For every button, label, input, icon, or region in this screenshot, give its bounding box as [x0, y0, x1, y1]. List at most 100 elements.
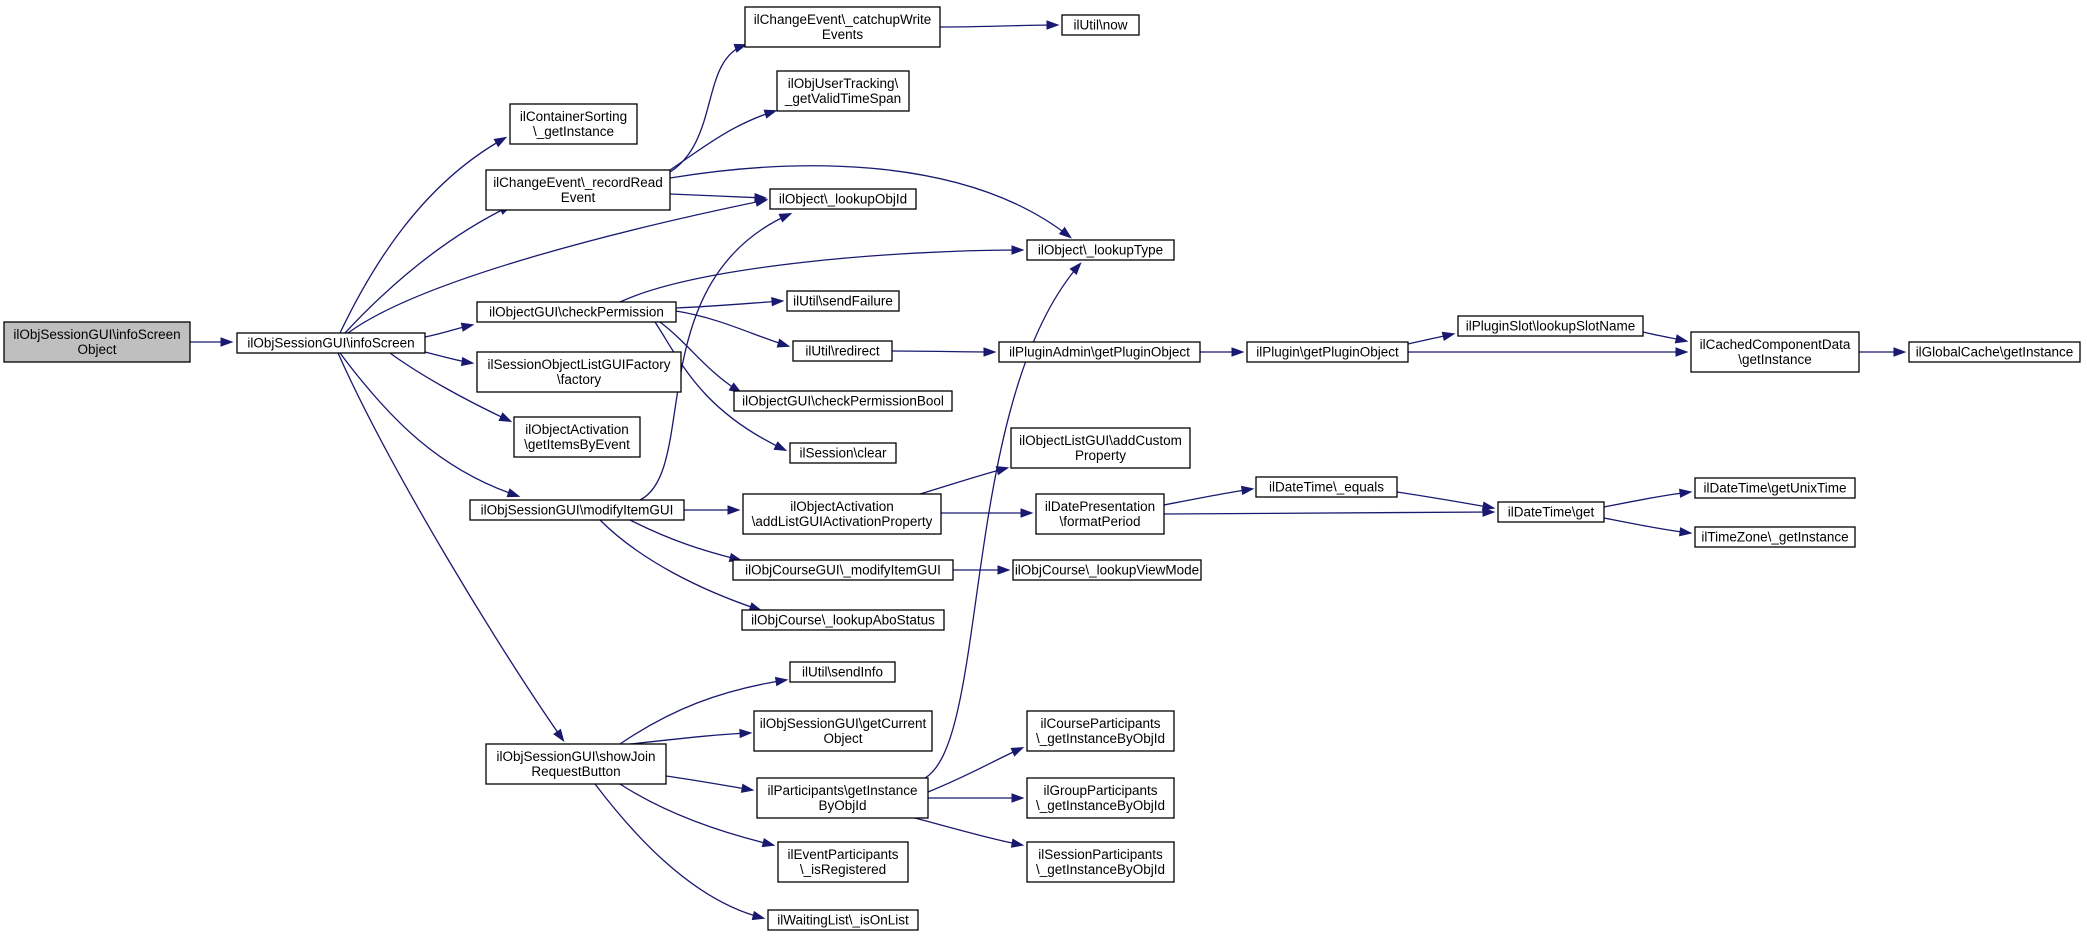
node-utilNow[interactable]: ilUtil\now — [1061, 14, 1140, 36]
edge-dateEquals-to-dateGet — [1396, 491, 1496, 511]
node-box — [1012, 559, 1202, 581]
node-label-line: \_isRegistered — [800, 862, 886, 877]
node-groupParticipants[interactable]: ilGroupParticipants\_getInstanceByObjId — [1026, 777, 1175, 819]
node-box — [1061, 14, 1140, 36]
node-waitingList[interactable]: ilWaitingList\_isOnList — [767, 909, 919, 931]
node-lookupType[interactable]: ilObject\_lookupType — [1026, 239, 1175, 261]
node-label-line: ilObject\_lookupObjId — [779, 192, 907, 207]
node-label-line: \addListGUIActivationProperty — [752, 514, 933, 529]
node-label-line: ilObjSessionGUI\infoScreen — [247, 336, 414, 351]
node-box — [1690, 331, 1860, 373]
arrowhead — [1441, 331, 1456, 341]
node-label-line: Object — [77, 342, 116, 357]
node-containerSorting[interactable]: ilContainerSorting\_getInstance — [509, 103, 638, 145]
edge-line — [629, 519, 741, 561]
node-box — [769, 188, 917, 210]
node-pluginAdmin[interactable]: ilPluginAdmin\getPluginObject — [998, 341, 1201, 363]
arrowhead — [1675, 347, 1689, 357]
node-eventRegistered[interactable]: ilEventParticipants\_isRegistered — [777, 841, 909, 883]
node-checkPermissionBool[interactable]: ilObjectGUI\checkPermissionBool — [733, 390, 953, 412]
node-courseModify[interactable]: ilObjCourseGUI\_modifyItemGUI — [732, 559, 954, 581]
edge-infoScreen-to-modifyItemGUI — [339, 352, 521, 498]
node-label-line: ilEventParticipants — [787, 847, 898, 862]
edge-cachedComponent-to-globalCache — [1858, 347, 1907, 357]
node-label-line: ilDatePresentation — [1045, 499, 1155, 514]
node-box — [789, 661, 896, 683]
node-lookupObjId[interactable]: ilObject\_lookupObjId — [769, 188, 917, 210]
node-aboStatus[interactable]: ilObjCourse\_lookupAboStatus — [741, 609, 945, 631]
arrowhead — [1011, 793, 1025, 803]
node-box — [1497, 501, 1605, 523]
node-label-line: ilDateTime\get — [1508, 505, 1595, 520]
arrowhead — [1010, 838, 1025, 848]
node-label-line: ilWaitingList\_isOnList — [777, 913, 909, 928]
node-label-line: ilChangeEvent\_catchupWrite — [754, 12, 932, 27]
node-sendFailure[interactable]: ilUtil\sendFailure — [786, 290, 900, 312]
node-formatPeriod[interactable]: ilDatePresentation\formatPeriod — [1035, 493, 1165, 535]
node-redirect[interactable]: ilUtil\redirect — [792, 340, 893, 362]
node-sendInfo[interactable]: ilUtil\sendInfo — [789, 661, 896, 683]
node-sessionClear[interactable]: ilSession\clear — [789, 442, 897, 464]
node-label-line: \_getInstanceByObjId — [1036, 862, 1165, 877]
arrowhead — [751, 910, 766, 921]
node-timezone[interactable]: ilTimeZone\_getInstance — [1694, 526, 1856, 548]
node-box — [998, 341, 1201, 363]
node-itemsByEvent[interactable]: ilObjectActivation\getItemsByEvent — [513, 416, 641, 458]
node-modifyItemGUI[interactable]: ilObjSessionGUI\modifyItemGUI — [469, 499, 685, 521]
edge-checkPermission-to-lookupType — [619, 245, 1025, 303]
arrowhead — [220, 337, 234, 347]
node-dateEquals[interactable]: ilDateTime\_equals — [1255, 476, 1398, 498]
node-cachedComponent[interactable]: ilCachedComponentData\getInstance — [1690, 331, 1860, 373]
node-label-line: \formatPeriod — [1059, 514, 1140, 529]
node-courseParticipants[interactable]: ilCourseParticipants\_getInstanceByObjId — [1026, 710, 1175, 752]
arrowhead — [1058, 226, 1072, 239]
node-lookupViewMode[interactable]: ilObjCourse\_lookupViewMode — [1012, 559, 1202, 581]
edge-participantsInstance-to-lookupType — [924, 262, 1082, 779]
node-label-line: ilObjSessionGUI\modifyItemGUI — [481, 503, 674, 518]
node-pluginSlot[interactable]: ilPluginSlot\lookupSlotName — [1457, 315, 1644, 337]
node-box — [469, 499, 685, 521]
edge-line — [1603, 517, 1691, 534]
node-box — [733, 390, 953, 412]
node-label-line: ilObjectActivation — [790, 499, 894, 514]
node-infoScreen[interactable]: ilObjSessionGUI\infoScreen — [236, 332, 426, 354]
node-label-line: ilGlobalCache\getInstance — [1916, 345, 2074, 360]
node-box — [485, 743, 667, 785]
node-label-line: Object — [823, 731, 862, 746]
edge-line — [1396, 491, 1494, 509]
node-label-line: ilObjSessionGUI\showJoin — [496, 749, 655, 764]
edge-participantsInstance-to-courseParticipants — [927, 746, 1025, 793]
edge-addListGUI-to-formatPeriod — [941, 508, 1034, 518]
node-globalCache[interactable]: ilGlobalCache\getInstance — [1908, 341, 2081, 363]
node-pluginGet[interactable]: ilPlugin\getPluginObject — [1246, 341, 1409, 363]
node-participantsInstance[interactable]: ilParticipants\getInstanceByObjId — [756, 777, 929, 819]
node-label-line: RequestButton — [531, 764, 620, 779]
node-label-line: ilParticipants\getInstance — [767, 783, 917, 798]
node-dateGet[interactable]: ilDateTime\get — [1497, 501, 1605, 523]
arrowhead — [1010, 746, 1025, 757]
node-box — [1694, 477, 1856, 499]
node-box — [509, 103, 638, 145]
node-box — [792, 340, 893, 362]
node-unixTime[interactable]: ilDateTime\getUnixTime — [1694, 477, 1856, 499]
edge-line — [891, 350, 995, 353]
node-sessionParticipants[interactable]: ilSessionParticipants\_getInstanceByObjI… — [1026, 841, 1175, 883]
arrowhead — [493, 136, 508, 148]
edge-line — [924, 263, 1081, 779]
node-addListGUI[interactable]: ilObjectActivation\addListGUIActivationP… — [742, 493, 942, 535]
node-label-line: ilPluginAdmin\getPluginObject — [1009, 345, 1190, 360]
node-validTimeSpan[interactable]: ilObjUserTracking\_getValidTimeSpan — [776, 70, 910, 112]
node-checkPermission[interactable]: ilObjectGUI\checkPermission — [476, 301, 677, 323]
arrowhead — [1481, 501, 1496, 511]
node-label-line: ilDateTime\_equals — [1269, 480, 1384, 495]
node-sessionFactory[interactable]: ilSessionObjectListGUIFactory\factory — [476, 351, 682, 393]
edge-line — [914, 817, 1023, 846]
arrowhead — [776, 338, 791, 348]
